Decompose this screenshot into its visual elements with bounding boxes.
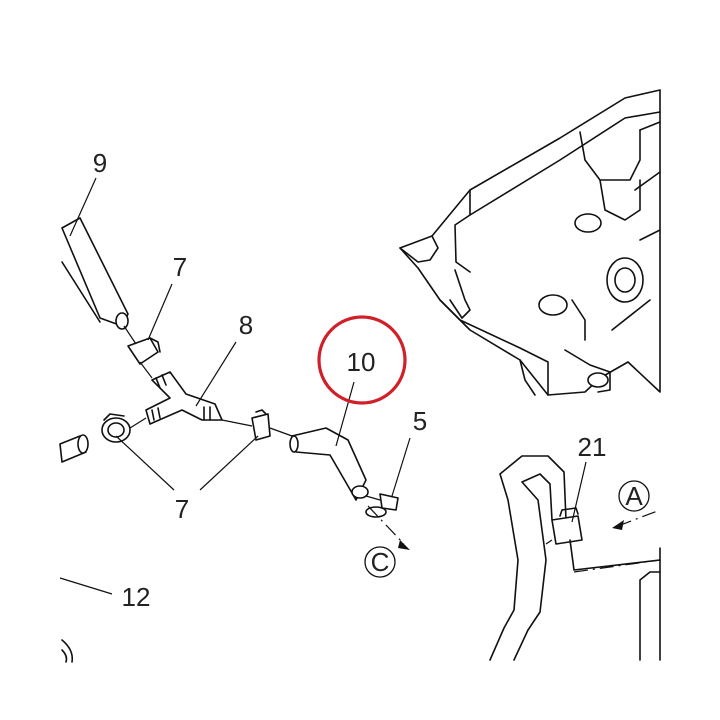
highlight-ring — [317, 315, 407, 405]
clamp-7-middle — [221, 409, 271, 441]
view-c-circle — [364, 546, 396, 578]
callout-8: 8 — [239, 310, 253, 340]
y-joint-8 — [139, 361, 223, 425]
view-a-label: A — [625, 481, 643, 511]
view-c-label: C — [371, 547, 390, 577]
callout-5: 5 — [413, 406, 427, 436]
clamp-7-left — [101, 413, 147, 443]
callout-10: 10 — [347, 347, 376, 377]
callout-12: 12 — [122, 582, 151, 612]
hose-21-assembly — [489, 455, 661, 661]
callout-7-bottom: 7 — [175, 494, 189, 524]
callout-7-top: 7 — [173, 252, 187, 282]
hose-12-stub — [59, 434, 89, 463]
clamp-7-top — [123, 325, 161, 365]
hose-10 — [269, 427, 369, 501]
hose-9 — [61, 217, 129, 330]
arrow-to-view-c — [367, 505, 410, 550]
callout-21: 21 — [578, 432, 607, 462]
hose-12-fragment — [61, 639, 74, 663]
arrow-view-a — [612, 509, 661, 530]
housing-assembly — [399, 89, 661, 396]
leader-lines — [59, 177, 587, 595]
callout-9: 9 — [93, 148, 107, 178]
clip-5 — [365, 493, 399, 518]
view-a-circle — [618, 480, 650, 512]
